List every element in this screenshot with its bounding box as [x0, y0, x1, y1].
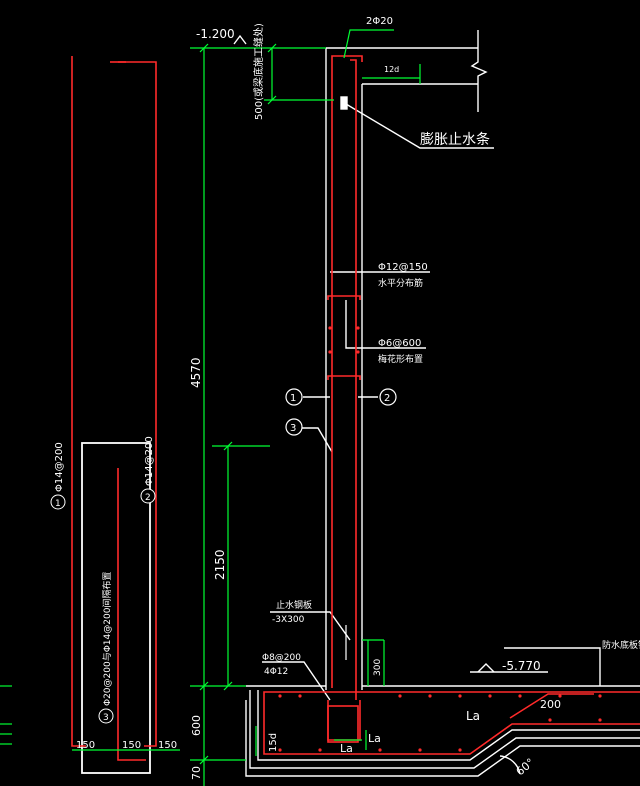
base-bent-bar — [509, 693, 594, 719]
note-steel-plate: 止水钢板 — [276, 599, 312, 611]
marker-2: 2 — [384, 393, 390, 404]
waterstop-strip — [340, 96, 348, 110]
dim-mid-150: 150 — [122, 740, 141, 751]
bar-dot — [318, 748, 322, 752]
waterstop-leader — [345, 103, 494, 149]
dim-wall-height: 4570 — [189, 357, 203, 388]
bar-dot — [356, 350, 360, 354]
stirrup-leader — [262, 661, 331, 701]
bar-dot — [488, 694, 492, 698]
bar-dot — [328, 326, 332, 330]
note-horizontal-bar-desc: 水平分布筋 — [378, 277, 423, 289]
bar3-number: 3 — [103, 713, 109, 723]
dim-12d: 12d — [384, 65, 399, 74]
elev-top-symbol — [233, 34, 247, 45]
note-horizontal-bar: Φ12@150 — [378, 262, 428, 273]
waterproof-leader — [504, 647, 601, 686]
dim-base-70: 70 — [190, 766, 203, 780]
note-waterstop: 膨胀止水条 — [420, 131, 490, 148]
dim-construction-joint: 500(或梁底施工缝处) — [252, 23, 265, 120]
bar2-label: Φ14@200 — [144, 436, 155, 486]
note-stirrup-bars: 4Φ12 — [264, 667, 288, 677]
marker-3: 3 — [290, 423, 296, 434]
bar-dot — [278, 748, 282, 752]
dim-base-600: 600 — [190, 715, 203, 736]
bar-dot — [558, 694, 562, 698]
wall-outer-bar — [331, 55, 363, 688]
note-la-3: La — [368, 732, 381, 745]
dim-200: 200 — [540, 698, 561, 711]
base-bottom-mid — [249, 690, 640, 769]
bar-dot — [356, 326, 360, 330]
bar-dot — [458, 694, 462, 698]
dim-left-150: 150 — [76, 740, 95, 751]
note-tie-bar: Φ6@600 — [378, 338, 421, 349]
dim-angle: 60° — [514, 756, 537, 778]
bar1-detail — [71, 56, 86, 747]
bar-dot — [598, 694, 602, 698]
bar-dot — [598, 718, 602, 722]
bar-dot — [278, 694, 282, 698]
elevation-top: -1.200 — [196, 27, 235, 41]
note-waterproof: 防水底板钢筋 — [602, 639, 640, 651]
bar1-circle — [50, 494, 66, 510]
bar1-label: Φ14@200 — [54, 442, 65, 492]
elevation-bottom: -5.770 — [502, 659, 541, 673]
note-steel-plate-size: -3X300 — [272, 615, 305, 625]
top-bars-label: 2Φ20 — [366, 16, 393, 27]
break-line — [470, 30, 488, 112]
bar3-circle — [98, 708, 114, 724]
tie-bar-1 — [327, 295, 361, 300]
note-tie-bar-desc: 梅花形布置 — [378, 353, 423, 365]
bar3-label: Φ20@200与Φ14@200间隔布置 — [101, 572, 113, 706]
bar-dot — [418, 748, 422, 752]
bar-dot — [398, 694, 402, 698]
dim-lower-zone: 2150 — [213, 549, 227, 580]
tie-bar-leader — [345, 300, 426, 349]
marker-3-circle — [285, 418, 303, 436]
bar-dot — [298, 694, 302, 698]
bar-dot — [518, 694, 522, 698]
base-bottom-bar — [263, 723, 640, 755]
base-bottom-outer — [245, 700, 640, 777]
wall-inner-bar — [350, 59, 357, 700]
note-la-2: La — [340, 742, 353, 755]
base-top-bar — [263, 691, 640, 726]
bar2-detail — [118, 61, 157, 747]
tick — [199, 43, 209, 53]
tick — [267, 43, 277, 53]
bar2-number: 2 — [145, 493, 151, 503]
bar-schedule-frame — [81, 442, 151, 774]
tie-bar-2 — [327, 375, 361, 380]
dim-300: 300 — [373, 659, 383, 676]
marker-2-circle — [379, 388, 397, 406]
top-bar-leader — [343, 29, 394, 59]
note-la-1: La — [466, 709, 480, 723]
bar-dot — [458, 748, 462, 752]
dim-15d: 15d — [268, 733, 279, 752]
dim-right-150: 150 — [158, 740, 177, 751]
marker-1-circle — [285, 388, 303, 406]
steel-plate-leader — [270, 611, 351, 641]
elev-bottom-symbol — [477, 663, 495, 673]
bar-dot — [428, 694, 432, 698]
bar-dot — [548, 718, 552, 722]
base-bottom-inner — [257, 690, 640, 761]
tick — [267, 95, 277, 105]
bar3-detail — [117, 468, 146, 761]
bar1-number: 1 — [55, 499, 61, 509]
angle-arc — [499, 755, 521, 775]
stirrup-box — [327, 705, 359, 743]
marker-1: 1 — [290, 393, 296, 404]
tick — [223, 441, 233, 451]
marker-3-leader — [302, 427, 333, 453]
bar-dot — [328, 350, 332, 354]
note-stirrup: Φ8@200 — [262, 653, 301, 663]
bar2-circle — [140, 488, 156, 504]
bar-dot — [378, 748, 382, 752]
